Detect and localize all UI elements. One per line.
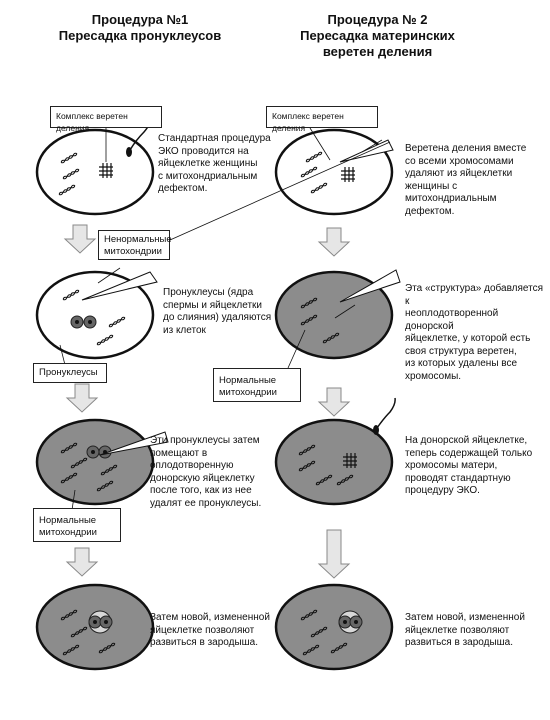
right-arrow-1 [318,227,350,257]
left-step-3-line: Эти пронуклеусы затем [150,435,260,446]
right-title-line3: веретен деления [322,44,433,59]
normal-mitochondria-label-right: Нормальные митохондрии [213,368,301,402]
left-cell-2 [35,267,158,366]
right-step-1-line: дефектом. [405,205,455,217]
right-arrow-3 [318,529,350,579]
normal-mitochondria-label-left: Нормальные митохондрии [33,508,121,542]
right-step-4-line: яйцеклетке позволяют [405,624,510,636]
right-step-1-text: Веретена деления вместе со всеми хромосо… [405,143,545,218]
left-cell-1 [35,117,155,216]
left-step-4-line: яйцеклетке позволяют [150,624,255,636]
right-column-title: Процедура № 2 Пересадка материнских вере… [270,12,485,60]
left-step-3-text: Эти пронуклеусы затем помещают в оплодот… [150,435,280,510]
left-title-line2: Пересадка пронуклеусов [58,28,222,43]
left-cell-3 [35,418,169,511]
right-step-4-line: Затем новой, измененной [405,612,525,623]
left-step-2-text: Пронуклеусы (ядра спермы и яйцеклетки до… [163,287,273,337]
right-step-3-line: процедуру ЭКО. [405,485,480,496]
left-step-4-line: Затем новой, измененной [150,612,270,623]
left-step-3-line: донорскую яйцеклетку [150,472,255,484]
left-column-title: Процедура №1 Пересадка пронуклеусов [40,12,240,44]
left-step-1-line: дефектом. [158,183,208,194]
left-step-1-text: Стандартная процедура ЭКО проводится на … [158,133,273,196]
left-arrow-2 [66,383,98,413]
right-arrow-2 [318,387,350,417]
left-step-4-line: развиться в зародыша. [150,637,259,648]
right-step-4-text: Затем новой, измененной яйцеклетке позво… [405,612,535,650]
right-cell-2 [274,269,401,369]
normal-mito-left-line2: митохондрии [39,527,97,538]
right-cell-4 [274,583,394,671]
left-step-2-line: Пронуклеусы (ядра [163,287,254,298]
right-step-2-line: Эта «структура» добавляется к [405,283,544,307]
left-step-1-line: яйцеклетке женщины [158,158,258,169]
left-step-2-line: до слияния) удаляются [163,312,272,323]
right-step-4-line: развиться в зародыша. [405,637,514,648]
spindle-complex-label-left: Комплекс веретен деления [50,106,162,133]
normal-mito-right-line2: митохондрии [219,387,277,398]
spindle-complex-label-right: Комплекс веретен деления [266,106,378,133]
left-step-4-text: Затем новой, измененной яйцеклетке позво… [150,612,270,650]
left-step-1-line: Стандартная процедура [158,133,271,144]
right-step-1-line: удаляют из яйцеклетки [405,168,513,179]
right-step-1-line: женщины с митохондриальным [405,180,497,205]
left-step-2-line: из клеток [163,324,206,336]
right-step-3-line: проводят стандартную [405,472,511,484]
right-step-2-line: неоплодотворенной донорской [405,308,499,332]
left-step-3-line: помещают в оплодотворенную [150,447,234,472]
right-step-2-line: хромосомы. [405,370,462,382]
right-step-2-line: из которых удалены все [405,358,518,369]
right-cell-3 [274,397,396,506]
abnormal-mito-line1: Ненормальные [104,234,172,245]
right-step-3-line: На донорской яйцеклетке, [405,435,528,446]
right-step-3-line: хромосомы матери, [405,460,498,471]
left-step-1-line: с митохондриальным [158,170,258,182]
abnormal-mitochondria-label: Ненормальные митохондрии [98,230,172,260]
right-title-line1: Процедура № 2 [327,12,428,27]
pronuclei-label: Пронуклеусы [33,363,107,383]
normal-mito-right-line1: Нормальные [219,375,277,386]
left-step-3-line: после того, как из нее [150,485,252,496]
abnormal-mito-line2: митохондрии [104,246,162,257]
right-cell-1 [274,127,394,216]
right-step-3-text: На донорской яйцеклетке, теперь содержащ… [405,435,545,498]
right-title-line2: Пересадка материнских [300,28,455,43]
left-cell-4 [35,583,155,671]
left-arrow-3 [66,547,98,577]
right-step-2-line: яйцеклетке, у которой есть [405,333,531,344]
left-arrow-1 [64,224,96,254]
pointer-line [169,141,391,241]
left-title-line1: Процедура №1 [91,12,189,27]
right-step-1-line: Веретена деления вместе [405,143,527,154]
left-step-2-line: спермы и яйцеклетки [163,299,263,311]
normal-mito-left-line1: Нормальные [39,515,97,526]
right-step-2-line: своя структура веретен, [405,345,517,357]
right-step-3-line: теперь содержащей только [405,447,533,459]
left-step-3-line: удалят ее пронуклеусы. [150,497,262,509]
right-step-1-line: со всеми хромосомами [405,155,514,167]
left-step-1-line: ЭКО проводится на [158,145,249,157]
right-step-2-text: Эта «структура» добавляется к неоплодотв… [405,283,547,383]
